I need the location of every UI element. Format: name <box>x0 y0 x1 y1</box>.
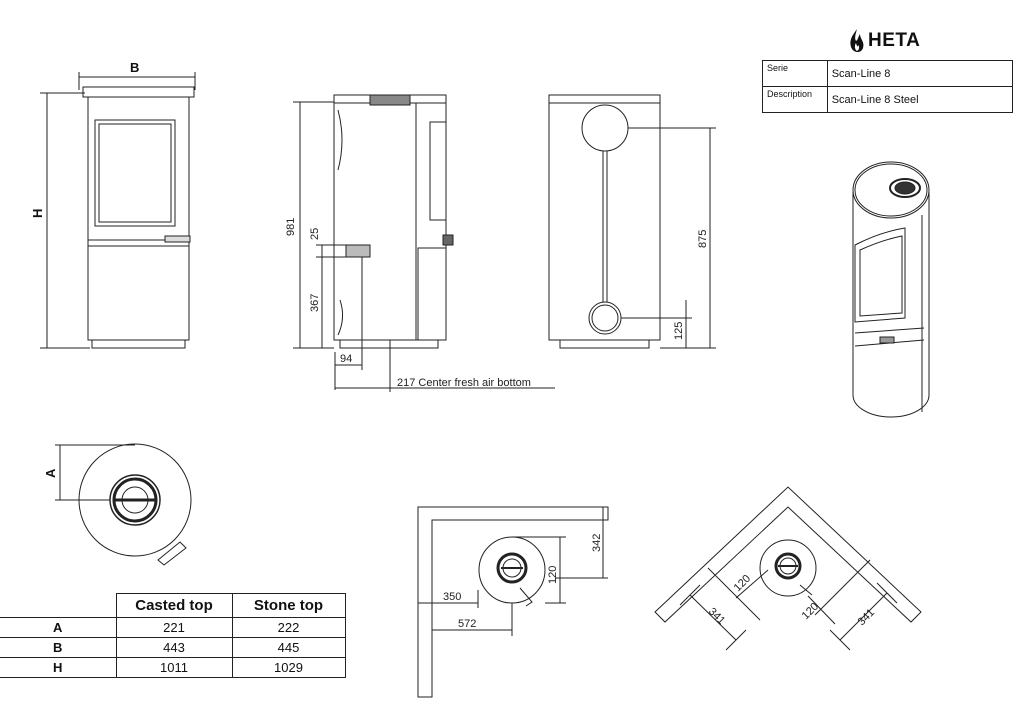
flame-icon <box>850 29 864 53</box>
dims-header-casted: Casted top <box>115 593 233 618</box>
wall-placement-view <box>417 506 609 698</box>
cell-casted: 221 <box>115 617 233 638</box>
corner-placement-view <box>654 486 922 651</box>
dims-header-row: Casted top Stone top <box>0 593 346 618</box>
logo-text: HETA <box>868 30 921 51</box>
dim-94: 94 <box>340 353 352 365</box>
dims-header-blank <box>0 593 117 618</box>
dim-350: 350 <box>443 591 461 603</box>
top-view <box>55 443 192 566</box>
heta-logo: HETA <box>848 26 920 56</box>
table-row: B 443 445 <box>0 637 346 658</box>
width-label-b: B <box>130 60 139 75</box>
row-label: B <box>0 637 117 658</box>
dim-341-left: 341 <box>706 606 727 627</box>
dim-25: 25 <box>309 228 321 240</box>
cell-stone: 222 <box>231 617 346 638</box>
dim-341-right: 341 <box>856 607 877 628</box>
row-label: H <box>0 657 117 678</box>
depth-label-a: A <box>43 468 58 478</box>
dim-120-wall: 120 <box>547 566 559 584</box>
dim-125: 125 <box>673 322 685 340</box>
dim-120-right: 120 <box>800 601 821 622</box>
rear-view <box>548 94 716 349</box>
stove-3d-view <box>852 161 930 418</box>
row-label: A <box>0 617 117 638</box>
dim-342: 342 <box>591 534 603 552</box>
info-key: Description <box>762 86 828 113</box>
height-label-h: H <box>30 209 45 218</box>
dim-572: 572 <box>458 618 476 630</box>
table-row: A 221 222 <box>0 617 346 638</box>
side-view <box>293 94 555 392</box>
info-table: Serie Scan-Line 8 Description Scan-Line … <box>762 60 1013 113</box>
dim-875: 875 <box>697 230 709 248</box>
cell-casted: 1011 <box>115 657 233 678</box>
dim-981: 981 <box>285 218 297 236</box>
dim-217-fresh-air: 217 Center fresh air bottom <box>397 377 531 389</box>
cell-stone: 1029 <box>231 657 346 678</box>
dim-367: 367 <box>309 294 321 312</box>
dims-header-stone: Stone top <box>231 593 346 618</box>
dim-120-left: 120 <box>732 573 753 594</box>
table-row: H 1011 1029 <box>0 657 346 678</box>
info-row-description: Description Scan-Line 8 Steel <box>762 86 1013 113</box>
info-value: Scan-Line 8 Steel <box>826 86 1013 113</box>
dimensions-table: Casted top Stone top A 221 222 B 443 445… <box>0 593 346 678</box>
cell-stone: 445 <box>231 637 346 658</box>
cell-casted: 443 <box>115 637 233 658</box>
front-view <box>40 72 196 349</box>
